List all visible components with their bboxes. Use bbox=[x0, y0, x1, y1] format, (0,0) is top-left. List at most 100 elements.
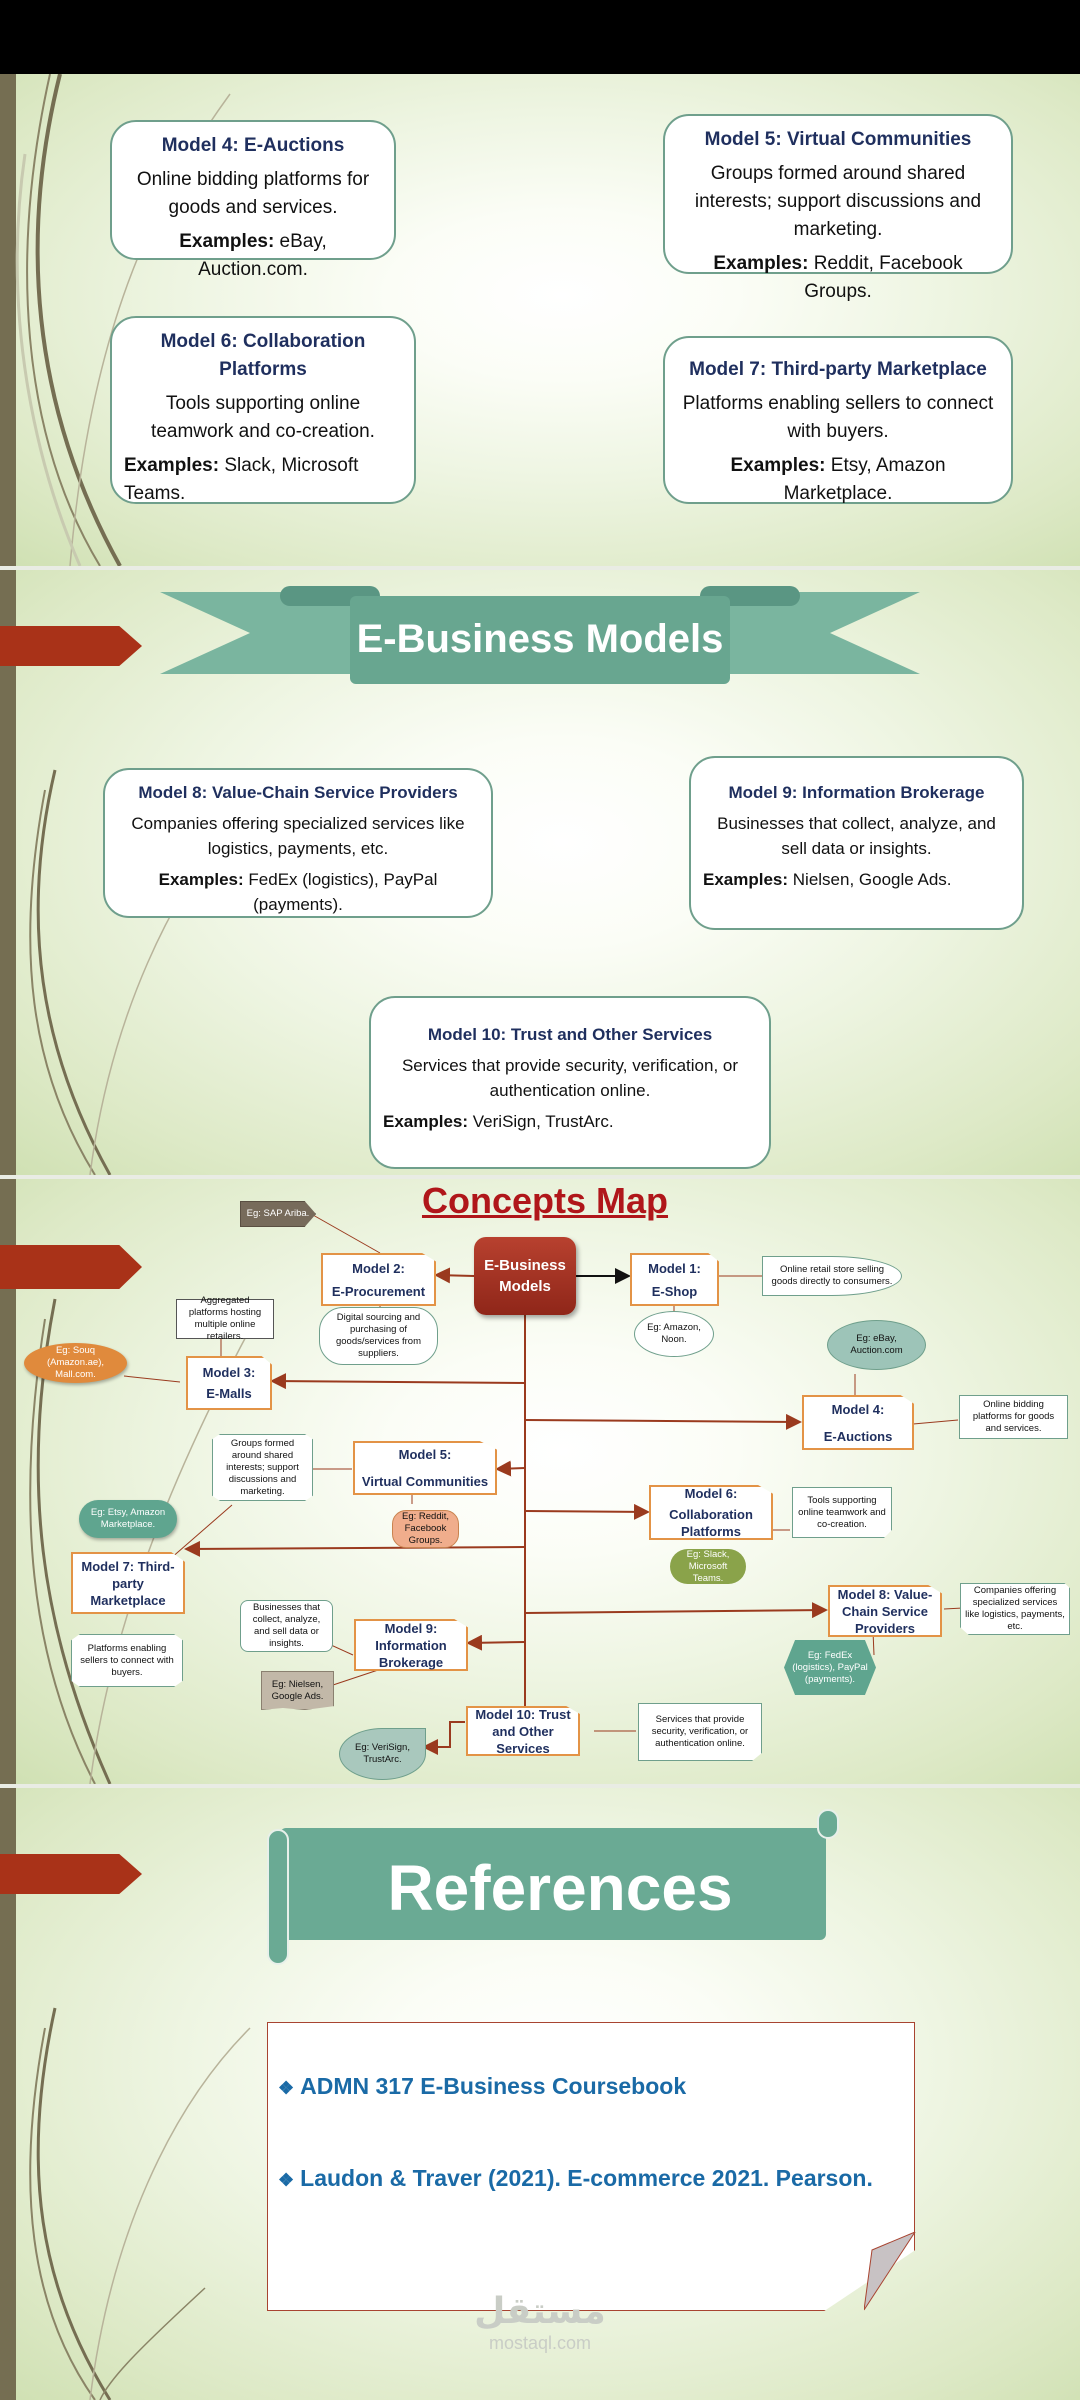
card-description: Online bidding platforms for goods and s… bbox=[136, 169, 370, 218]
card-title: Model 6: Collaboration Platforms bbox=[160, 331, 366, 380]
model-card-10: Model 10: Trust and Other Services Servi… bbox=[369, 996, 771, 1169]
node-label-line2: Collaboration Platforms bbox=[669, 1507, 753, 1539]
examples-label: Examples: bbox=[124, 455, 220, 476]
card-examples: Examples: Slack, Microsoft Teams. bbox=[124, 452, 402, 508]
node-label-line1: Model 8: Value- bbox=[837, 1586, 933, 1602]
note-model-2: Digital sourcing and purchasing of goods… bbox=[319, 1307, 438, 1365]
reference-item-2: ❖Laudon & Traver (2021). E-commerce 2021… bbox=[278, 2165, 873, 2192]
slide-e-business-models: E-Business Models Model 8: Value-Chain S… bbox=[0, 570, 1080, 1175]
slide-separator bbox=[0, 1784, 1080, 1788]
reference-item-1: ❖ADMN 317 E-Business Coursebook bbox=[278, 2073, 686, 2100]
card-description: Companies offering specialized services … bbox=[131, 814, 465, 858]
slide-separator bbox=[0, 566, 1080, 570]
edge-to-m3 bbox=[270, 1373, 526, 1390]
example-model-6: Eg: Slack, Microsoft Teams. bbox=[670, 1549, 746, 1584]
node-model-6: Model 6: Collaboration Platforms bbox=[649, 1485, 773, 1540]
examples-value: Slack, Microsoft Teams. bbox=[124, 455, 359, 504]
top-black-bar bbox=[0, 0, 1080, 74]
page-curl-corner bbox=[864, 2232, 916, 2311]
example-model-7: Eg: Etsy, Amazon Marketplace. bbox=[79, 1500, 177, 1538]
note-model-8: Companies offering specialized services … bbox=[960, 1583, 1070, 1635]
node-label-line2: Information Brokerage bbox=[375, 1637, 447, 1670]
examples-label: Examples: bbox=[179, 231, 275, 252]
edge-to-m9 bbox=[466, 1634, 526, 1651]
diamond-bullet-icon: ❖ bbox=[278, 2170, 295, 2190]
node-label-line2: and Other Services bbox=[492, 1723, 554, 1756]
node-label-line2: Chain Service Providers bbox=[842, 1603, 928, 1636]
note-model-9: Businesses that collect, analyze, and se… bbox=[240, 1600, 333, 1652]
red-arrow-tab bbox=[0, 1854, 142, 1894]
example-model-1: Eg: Amazon, Noon. bbox=[634, 1311, 714, 1357]
edge-to-m5 bbox=[495, 1460, 526, 1477]
example-model-5: Eg: Reddit, Facebook Groups. bbox=[392, 1510, 459, 1548]
left-accent-bar bbox=[0, 1788, 16, 2400]
banner-ribbon bbox=[160, 586, 920, 684]
slide-separator bbox=[0, 1175, 1080, 1179]
card-examples: Examples: eBay, Auction.com. bbox=[124, 228, 382, 284]
left-accent-bar bbox=[0, 74, 16, 566]
diamond-bullet-icon: ❖ bbox=[278, 2078, 295, 2098]
note-model-6: Tools supporting online teamwork and co-… bbox=[792, 1487, 892, 1538]
node-label-line1: Model 6: bbox=[684, 1486, 738, 1501]
concepts-map-title: Concepts Map bbox=[421, 1180, 669, 1221]
example-model-3: Eg: Souq (Amazon.ae), Mall.com. bbox=[24, 1343, 127, 1383]
node-model-4: Model 4:E-Auctions bbox=[802, 1395, 914, 1450]
node-model-2: Model 2:E-Procurement bbox=[321, 1253, 436, 1306]
model-card-5: Model 5: Virtual Communities Groups form… bbox=[663, 114, 1013, 302]
note-model-10: Services that provide security, verifica… bbox=[638, 1703, 762, 1761]
card-description: Tools supporting online teamwork and co-… bbox=[151, 393, 375, 442]
node-model-1: Model 1:E-Shop bbox=[630, 1253, 719, 1306]
node-label-line1: Model 1: bbox=[648, 1260, 701, 1276]
examples-label: Examples: bbox=[383, 1112, 469, 1131]
example-model-4: Eg: eBay, Auction.com bbox=[827, 1320, 926, 1370]
node-label-line2: E-Malls bbox=[206, 1386, 252, 1401]
card-description: Platforms enabling sellers to connect wi… bbox=[682, 393, 994, 442]
node-label-line2: Virtual Communities bbox=[361, 1474, 489, 1489]
card-description: Services that provide security, verifica… bbox=[401, 1056, 739, 1100]
reference-text: Laudon & Traver (2021). E-commerce 2021.… bbox=[300, 2165, 873, 2191]
edge-to-m7 bbox=[184, 1540, 526, 1557]
model-card-6: Model 6: Collaboration Platforms Tools s… bbox=[110, 316, 416, 504]
example-model-8: Eg: FedEx (logistics), PayPal (payments)… bbox=[784, 1640, 876, 1695]
examples-value: Etsy, Amazon Marketplace. bbox=[783, 455, 946, 504]
node-label-line1: Model 5: bbox=[398, 1447, 452, 1462]
node-label-line2: E-Auctions bbox=[823, 1428, 893, 1444]
references-box bbox=[267, 2022, 915, 2311]
examples-value: Reddit, Facebook Groups. bbox=[804, 253, 963, 302]
node-label-line1: Model 10: Trust bbox=[475, 1706, 571, 1722]
banner-title: E-Business Models bbox=[356, 617, 724, 661]
examples-label: Examples: bbox=[713, 253, 809, 274]
edge-to-m8 bbox=[524, 1602, 828, 1619]
left-accent-bar bbox=[0, 1179, 16, 1784]
note-model-4: Online bidding platforms for goods and s… bbox=[959, 1395, 1068, 1439]
examples-value: VeriSign, TrustArc. bbox=[468, 1112, 614, 1131]
node-label-line1: Model 9: bbox=[384, 1620, 438, 1636]
node-label-line1: Model 7: Third- bbox=[81, 1558, 175, 1574]
edge-to-m10-eg bbox=[422, 1721, 465, 1755]
node-label-line1: Model 3: bbox=[202, 1365, 256, 1380]
card-title: Model 7: Third-party Marketplace bbox=[689, 359, 987, 380]
model-card-8: Model 8: Value-Chain Service Providers C… bbox=[103, 768, 493, 918]
card-title: Model 4: E-Auctions bbox=[161, 135, 345, 156]
note-model-7: Platforms enabling sellers to connect wi… bbox=[71, 1634, 183, 1687]
card-title: Model 5: Virtual Communities bbox=[704, 129, 972, 150]
left-accent-bar bbox=[0, 570, 16, 1175]
example-model-9: Eg: Nielsen, Google Ads. bbox=[261, 1671, 334, 1710]
scroll-banner bbox=[267, 1809, 839, 1965]
examples-label: Examples: bbox=[158, 870, 244, 889]
watermark: مستقل mostaql.com bbox=[470, 2292, 610, 2354]
card-examples: Examples: VeriSign, TrustArc. bbox=[383, 1109, 757, 1134]
card-title: Model 10: Trust and Other Services bbox=[427, 1025, 713, 1044]
node-model-9: Model 9:Information Brokerage bbox=[354, 1619, 468, 1671]
watermark-arabic: مستقل bbox=[474, 2291, 606, 2332]
watermark-latin: mostaql.com bbox=[488, 2333, 592, 2353]
edge-m2-eg bbox=[312, 1214, 381, 1254]
center-node-e-business-models: E-Business Models bbox=[474, 1237, 576, 1315]
card-examples: Examples: Reddit, Facebook Groups. bbox=[677, 250, 999, 306]
node-label-line2: party Marketplace bbox=[90, 1575, 166, 1608]
card-description: Businesses that collect, analyze, and se… bbox=[717, 814, 996, 858]
edge-to-m4 bbox=[524, 1413, 802, 1430]
node-model-7: Model 7: Third-party Marketplace bbox=[71, 1552, 185, 1614]
concept-map-connectors bbox=[123, 1214, 964, 1755]
